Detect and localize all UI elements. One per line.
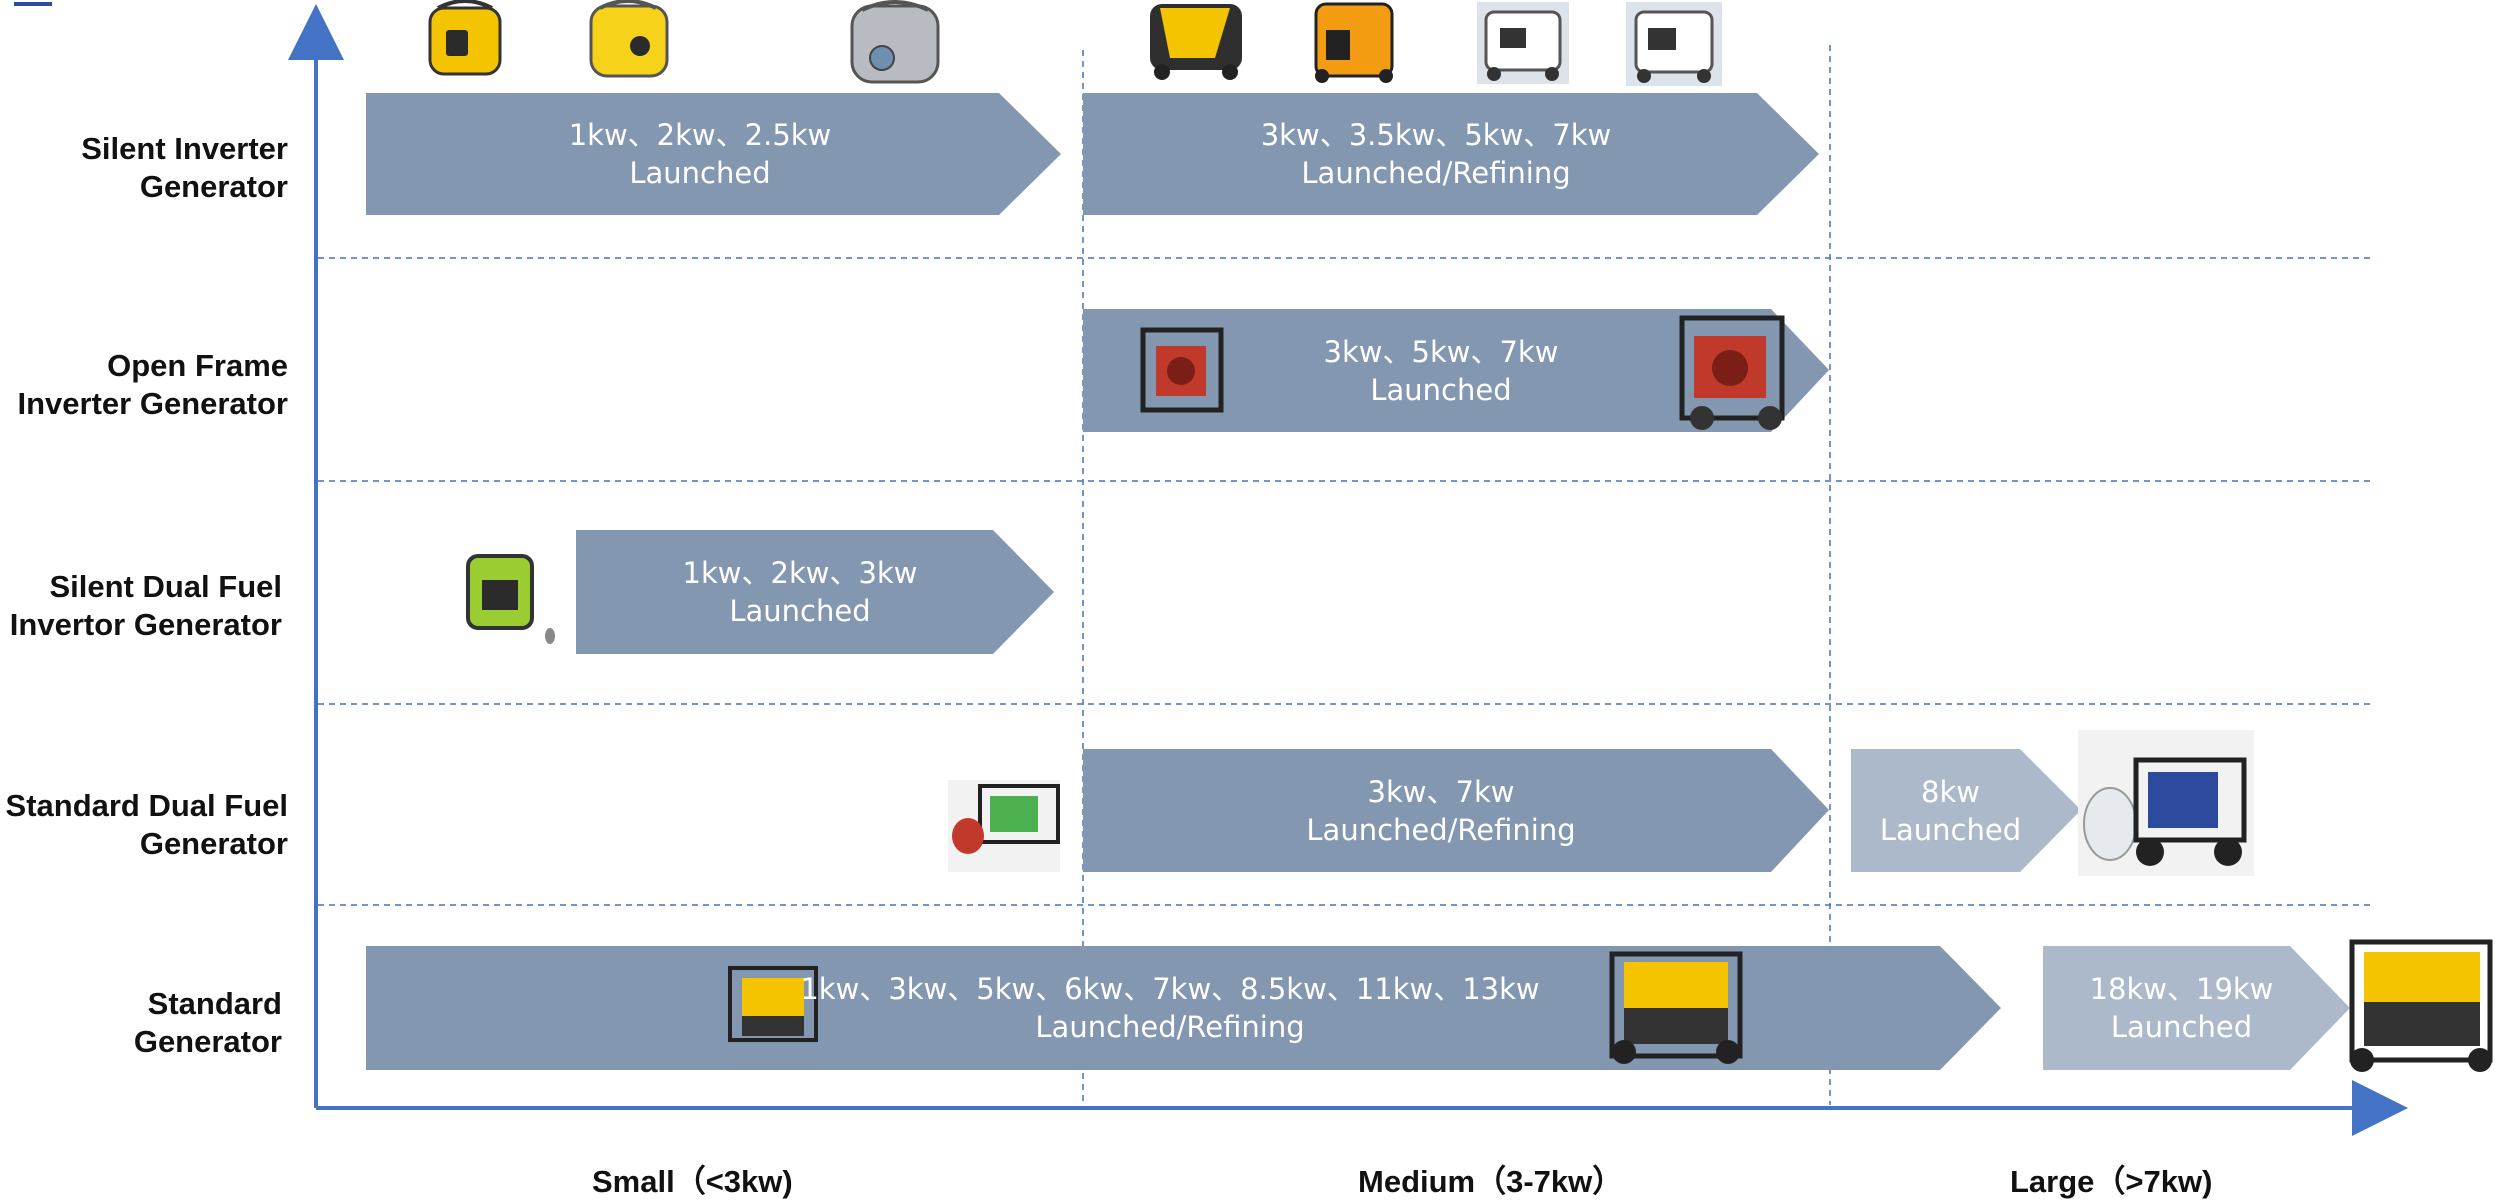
arrow-text-silent-small: 1kw、2kw、2.5kw Launched [366,93,1034,215]
generator-icon [728,966,818,1042]
row-label-line: Standard [147,986,282,1021]
arrow-stddual-medium [1083,749,1829,872]
arrow-silent-medium [1083,93,1819,215]
row-label-standard-dual-fuel: Standard Dual Fuel Generator [0,787,288,863]
row-label-line: Generator [139,169,288,204]
arrow-text-line: Launched [629,156,771,190]
generator-icon [2349,939,2493,1072]
arrow-text-line: 3kw、3.5kw、5kw、7kw [1260,118,1612,152]
row-label-open-frame: Open Frame Inverter Generator [0,347,289,423]
arrow-text-line: 3kw、7kw [1367,774,1515,809]
category-label-medium: Medium（3-7kw） [1358,1164,1624,1199]
generator-icon [2078,730,2254,876]
arrow-text-line: Launched [2110,1010,2253,1044]
row-label-line: Invertor Generator [9,607,282,642]
generator-icon [1314,2,1394,83]
arrow-text-line: Launched [729,594,871,628]
row-label-line: Silent Inverter [81,131,288,166]
generator-icon [589,0,669,78]
arrow-text-silent-medium: 3kw、3.5kw、5kw、7kw Launched/Refining [1083,93,1789,215]
arrow-openframe-medium [1083,309,1829,432]
arrow-text-line: 18kw、19kw [2089,972,2274,1006]
category-label-small: Small（<3kw) [592,1164,793,1199]
arrow-text-line: Launched/Refining [1035,1010,1305,1044]
arrow-text-standard-main: 1kw、3kw、5kw、6kw、7kw、8.5kw、11kw、13kw Laun… [800,946,1539,1070]
generator-icon [948,780,1060,872]
generator-icon [428,0,502,76]
arrow-text-standard-large: 18kw、19kw Launched [2043,946,2320,1070]
arrow-text-line: 8kw [1921,774,1980,809]
arrow-text-stddual-medium: 3kw、7kw Launched/Refining [1083,749,1799,872]
arrow-text-line: 1kw、2kw、2.5kw [568,118,832,152]
generator-icon [1150,4,1242,80]
row-label-line: Generator [133,1024,282,1059]
generator-icon [1609,951,1743,1064]
arrow-text-dualfuel-small: 1kw、2kw、3kw Launched [576,530,1024,654]
arrow-standard-large [2043,946,2350,1070]
arrow-text-line: Launched [1879,812,2022,847]
arrow-stddual-large [1851,749,2081,872]
row-label-line: Standard Dual Fuel [5,788,288,823]
arrow-text-line: Launched [1370,372,1512,407]
row-label-silent-inverter: Silent Inverter Generator [0,130,288,206]
arrow-silent-small [366,93,1061,215]
arrow-text-line: Launched/Refining [1301,156,1571,190]
row-label-line: Inverter Generator [17,386,289,421]
row-label-standard: Standard Generator [0,985,282,1061]
row-label-line: Silent Dual Fuel [49,569,282,604]
arrow-text-stddual-large: 8kw Launched [1851,749,2050,872]
arrow-text-line: 1kw、3kw、5kw、6kw、7kw、8.5kw、11kw、13kw [800,972,1540,1006]
category-label-large: Large（>7kw) [2010,1164,2213,1199]
row-label-silent-dual-fuel: Silent Dual Fuel Invertor Generator [0,568,282,644]
generator-icon [1140,327,1224,413]
arrow-text-line: 3kw、5kw、7kw [1323,334,1559,369]
generator-icon [1477,2,1569,84]
arrow-text-line: Launched/Refining [1306,812,1576,847]
generator-icon [850,0,940,84]
row-label-line: Generator [139,826,288,861]
generator-icon [1679,315,1785,430]
row-label-line: Open Frame [107,348,288,383]
arrow-text-openframe-medium: 3kw、5kw、7kw Launched [1200,309,1682,432]
arrow-dualfuel-small [576,530,1054,654]
generator-icon [466,554,555,644]
arrow-text-line: 1kw、2kw、3kw [682,556,918,590]
generator-icon [1626,2,1722,86]
corner-fragment [14,2,52,6]
